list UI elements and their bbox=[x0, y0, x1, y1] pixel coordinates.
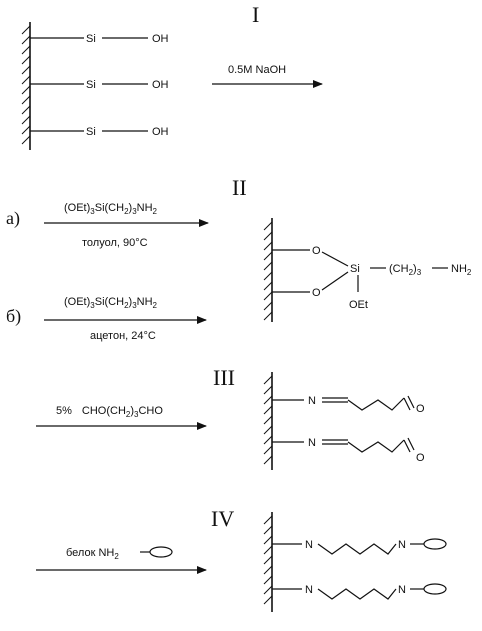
oh-label: OH bbox=[152, 126, 169, 138]
nitrogen-label: N bbox=[308, 395, 316, 407]
route-a-reagent: (OEt)3Si(CH2)3NH2 bbox=[64, 202, 158, 216]
protein-ellipse bbox=[423, 538, 447, 550]
silanol-group-2: Si OH bbox=[30, 79, 169, 91]
svg-text:(OEt)3Si(CH2)3NH2: (OEt)3Si(CH2)3NH2 bbox=[64, 296, 158, 310]
svg-text:белок NH2: белок NH2 bbox=[66, 547, 119, 561]
naoh-reagent: 0.5M NaOH bbox=[228, 64, 286, 76]
surface-wall-2 bbox=[263, 218, 273, 322]
imine-aldehyde-chain-1: N O bbox=[272, 395, 425, 415]
nitrogen-label: N bbox=[305, 539, 313, 551]
svg-text:5%CHO(CH2)3CHO: 5%CHO(CH2)3CHO bbox=[56, 405, 163, 419]
propyl-chain: (CH2)3 bbox=[389, 263, 422, 277]
route-a-letter: а) bbox=[6, 208, 20, 229]
glutaraldehyde-reagent: 5%CHO(CH2)3CHO bbox=[56, 405, 163, 419]
arrow-naoh: 0.5M NaOH bbox=[212, 64, 323, 88]
protein-ellipse bbox=[423, 583, 447, 595]
surface-wall-3 bbox=[263, 372, 273, 470]
surface-wall-4 bbox=[263, 512, 273, 612]
protein-linker-chain-2: N N bbox=[272, 583, 447, 600]
aminosilane-product: O O Si OEt (CH2)3 NH2 bbox=[272, 245, 472, 311]
route-b-conditions: ацетон, 24°C bbox=[90, 330, 156, 342]
stage-1-numeral: I bbox=[252, 2, 259, 27]
nitrogen-label: N bbox=[398, 539, 406, 551]
si-label: Si bbox=[350, 263, 360, 275]
oh-label: OH bbox=[152, 33, 169, 45]
si-label: Si bbox=[86, 79, 96, 91]
route-b-reagent: (OEt)3Si(CH2)3NH2 bbox=[64, 296, 158, 310]
protein-reagent: белок NH2 bbox=[66, 546, 173, 561]
si-label: Si bbox=[86, 126, 96, 138]
nitrogen-label: N bbox=[398, 584, 406, 596]
stage-3-numeral: III bbox=[213, 365, 235, 390]
route-b-letter: б) bbox=[6, 306, 21, 327]
route-a-conditions: толуол, 90°C bbox=[82, 237, 148, 249]
oet-label: OEt bbox=[349, 299, 368, 311]
si-label: Si bbox=[86, 33, 96, 45]
amine-label: NH2 bbox=[451, 263, 472, 277]
wall-hatch-1 bbox=[21, 25, 31, 145]
oxygen-label: O bbox=[416, 452, 425, 464]
silanol-group-3: Si OH bbox=[30, 126, 169, 138]
protein-ellipse bbox=[149, 546, 173, 558]
silanol-group-1: Si OH bbox=[30, 33, 169, 45]
oxygen-label-2: O bbox=[312, 287, 321, 299]
surface-wall-1 bbox=[21, 22, 31, 150]
protein-linker-chain-1: N N bbox=[272, 538, 447, 555]
oxygen-label-1: O bbox=[312, 245, 321, 257]
oxygen-label: O bbox=[416, 403, 425, 415]
nitrogen-label: N bbox=[305, 584, 313, 596]
nitrogen-label: N bbox=[308, 437, 316, 449]
stage-4-numeral: IV bbox=[211, 506, 234, 531]
svg-text:(OEt)3Si(CH2)3NH2: (OEt)3Si(CH2)3NH2 bbox=[64, 202, 158, 216]
imine-aldehyde-chain-2: N O bbox=[272, 437, 425, 464]
oh-label: OH bbox=[152, 79, 169, 91]
stage-2-numeral: II bbox=[232, 175, 247, 200]
